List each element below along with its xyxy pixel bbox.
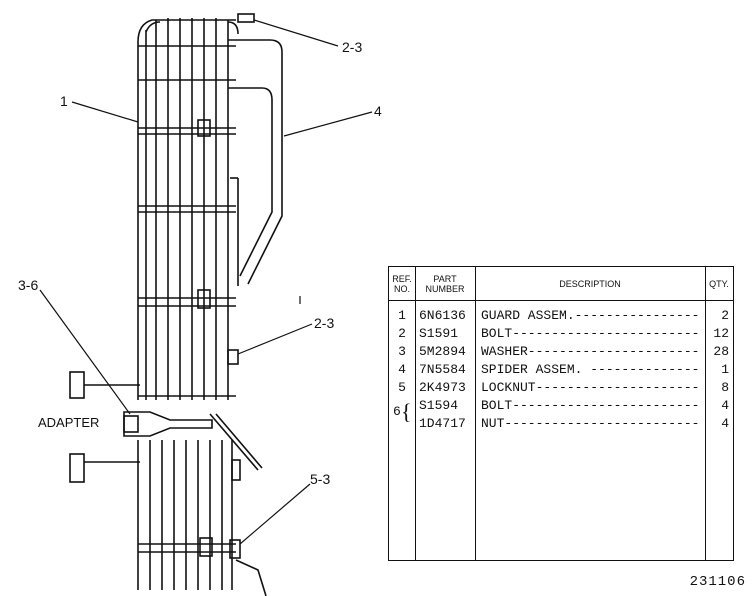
description: BOLT-------------------------	[481, 398, 701, 413]
ref-no: 2	[398, 326, 406, 341]
table-row: 1 6N6136 GUARD ASSEM.------------------ …	[389, 307, 733, 325]
callout-1: 1	[60, 93, 68, 109]
quantity: 4	[721, 398, 729, 413]
description: BOLT-------------------------	[481, 326, 701, 341]
group-ref-no: 6	[393, 404, 401, 419]
table-row: 5 2K4973 LOCKNUT---------------------- 8	[389, 379, 733, 397]
header-ref-no: REF. NO.	[392, 273, 412, 294]
header-divider	[389, 300, 733, 301]
column-divider	[415, 267, 416, 560]
part-number: S1591	[419, 326, 459, 341]
description: LOCKNUT----------------------	[481, 380, 701, 395]
part-number: 6N6136	[419, 308, 466, 323]
quantity: 28	[713, 344, 729, 359]
ref-no: 4	[398, 362, 406, 377]
leader-lines	[39, 19, 373, 545]
description: NUT--------------------------	[481, 416, 701, 431]
callout-5-3: 5-3	[310, 471, 331, 487]
part-number: 2K4973	[419, 380, 466, 395]
description: GUARD ASSEM.------------------	[481, 308, 701, 323]
quantity: 12	[713, 326, 729, 341]
ref-no: 3	[398, 344, 406, 359]
ref-no: 5	[398, 380, 406, 395]
description: SPIDER ASSEM. ---------------	[481, 362, 701, 377]
quantity: 2	[721, 308, 729, 323]
ref-no: 1	[398, 308, 406, 323]
part-number: 5M2894	[419, 344, 466, 359]
table-row: 1D4717 NUT-------------------------- 4	[389, 415, 733, 433]
callout-3-6: 3-6	[18, 277, 39, 293]
column-divider	[475, 267, 476, 560]
part-number: 7N5584	[419, 362, 466, 377]
table-row: 2 S1591 BOLT------------------------- 12	[389, 325, 733, 343]
callout-2-3-mid: 2-3	[314, 315, 335, 331]
parts-list-table: REF. NO. PART NUMBER DESCRIPTION QTY. 1 …	[388, 266, 734, 561]
callout-4: 4	[374, 103, 382, 119]
header-qty: QTY.	[709, 278, 729, 289]
callout-2-3-top: 2-3	[342, 39, 363, 55]
table-row: 3 5M2894 WASHER----------------------- 2…	[389, 343, 733, 361]
header-part-number: PART NUMBER	[425, 273, 465, 294]
part-number: S1594	[419, 398, 459, 413]
table-row: 4 7N5584 SPIDER ASSEM. --------------- 1	[389, 361, 733, 379]
adapter-label: ADAPTER	[38, 415, 100, 430]
quantity: 4	[721, 416, 729, 431]
table-row: S1594 BOLT------------------------- 4	[389, 397, 733, 415]
description: WASHER-----------------------	[481, 344, 701, 359]
drawing-number: 231106	[689, 574, 746, 590]
part-number: 1D4717	[419, 416, 466, 431]
column-divider	[705, 267, 706, 560]
quantity: 1	[721, 362, 729, 377]
quantity: 8	[721, 380, 729, 395]
header-description: DESCRIPTION	[559, 278, 621, 289]
group-brace: {	[401, 399, 412, 424]
guard-assembly	[69, 13, 283, 596]
